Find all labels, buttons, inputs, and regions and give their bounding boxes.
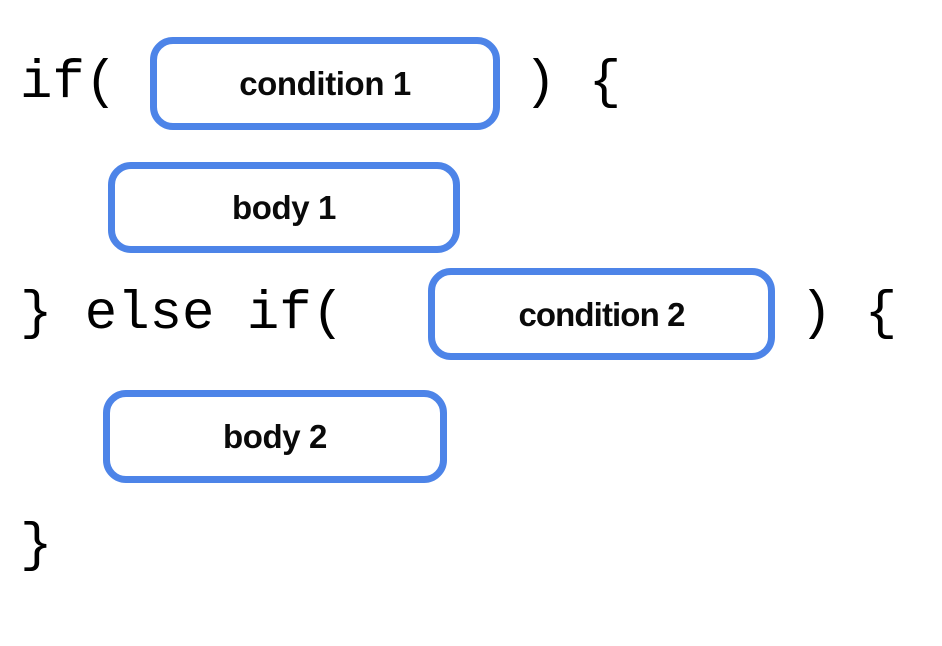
slot-condition-1-label: condition 1 (239, 65, 411, 102)
code-token-block-close: } (20, 516, 53, 577)
code-token-else-if-open: } else if( (20, 284, 345, 345)
code-token-if-close: ) { (524, 53, 622, 114)
slot-body-1-label: body 1 (232, 189, 336, 226)
slot-body-2-label: body 2 (223, 418, 327, 455)
slot-body-2[interactable]: body 2 (103, 390, 447, 483)
slot-condition-2[interactable]: condition 2 (428, 268, 775, 360)
slot-condition-1[interactable]: condition 1 (150, 37, 500, 130)
slot-condition-2-label: condition 2 (518, 295, 685, 333)
code-token-else-if-close: ) { (800, 284, 898, 345)
slot-body-1[interactable]: body 1 (108, 162, 460, 253)
code-token-if-open: if( (20, 53, 118, 114)
